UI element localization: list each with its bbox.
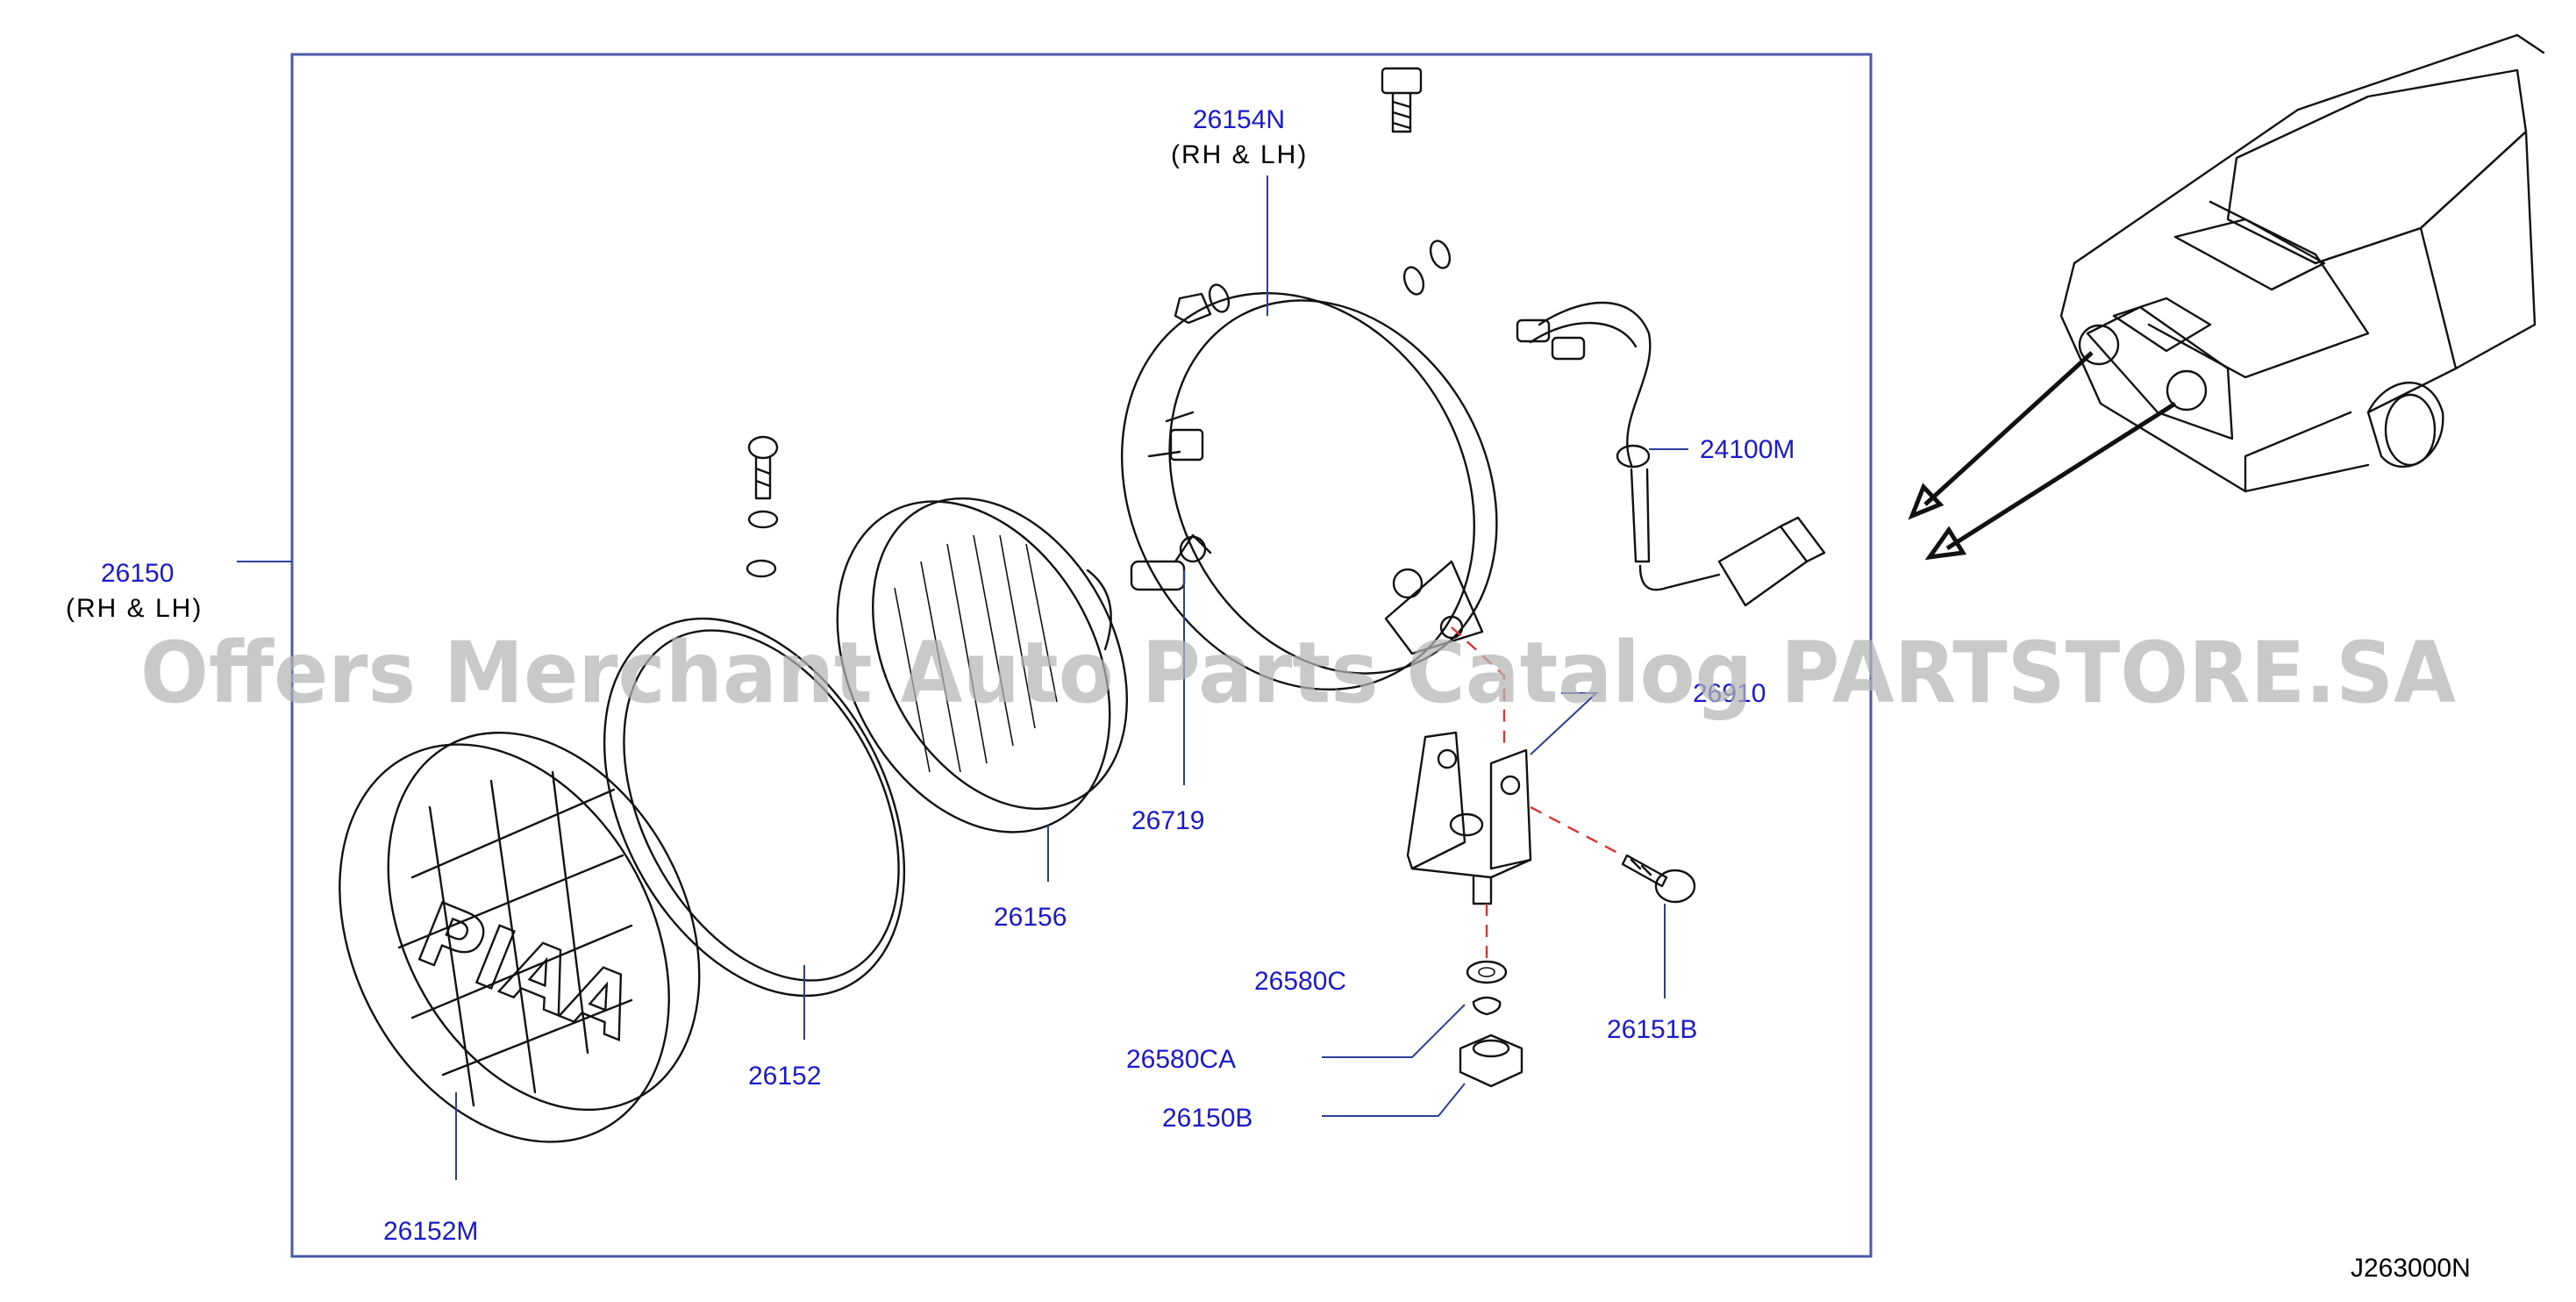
lock-washer-part[interactable] xyxy=(1472,996,1502,1016)
callout-26151B: 26151B xyxy=(1607,1015,1697,1044)
lamp-lens-part[interactable] xyxy=(782,454,1178,880)
nut-part[interactable] xyxy=(1459,1034,1523,1088)
vehicle-sketch xyxy=(2059,33,2545,493)
callout-26150: 26150 xyxy=(101,559,174,588)
assembly-line-bolt xyxy=(1530,805,1623,857)
assembly-frame xyxy=(290,53,1873,1258)
bracket-part[interactable] xyxy=(1406,731,1532,905)
washer-part[interactable] xyxy=(1466,960,1508,984)
callout-26152M: 26152M xyxy=(383,1217,478,1246)
assembly-line-vertical xyxy=(1451,626,1506,965)
callout-26150B: 26150B xyxy=(1162,1104,1252,1133)
small-screw-part[interactable] xyxy=(746,435,779,578)
callout-26150-note: (RH & LH) xyxy=(66,594,203,623)
callout-24100M: 24100M xyxy=(1700,435,1795,464)
callout-26580C: 26580C xyxy=(1254,967,1346,996)
callout-26580CA: 26580CA xyxy=(1126,1045,1236,1074)
reference-code: J263000N xyxy=(2351,1254,2471,1283)
callout-26152: 26152 xyxy=(748,1062,821,1091)
housing-washers[interactable] xyxy=(1174,239,1453,325)
callout-26154N-note: (RH & LH) xyxy=(1171,140,1308,169)
lamp-rim-part[interactable] xyxy=(544,568,966,1048)
watermark: Offers Merchant Auto Parts Catalog PARTS… xyxy=(140,624,2456,722)
leader-lines xyxy=(237,175,1688,1180)
callout-26910: 26910 xyxy=(1693,679,1766,708)
top-bolt-part[interactable] xyxy=(1381,67,1423,133)
callout-26156: 26156 xyxy=(994,903,1067,932)
callout-26154N: 26154N xyxy=(1193,105,1285,134)
lamp-housing-part[interactable] xyxy=(1054,231,1560,751)
wiring-harness-part[interactable] xyxy=(1516,301,1826,607)
side-bolt-part[interactable] xyxy=(1621,854,1696,904)
callout-26719: 26719 xyxy=(1131,806,1204,835)
location-arrows xyxy=(1908,351,2177,561)
